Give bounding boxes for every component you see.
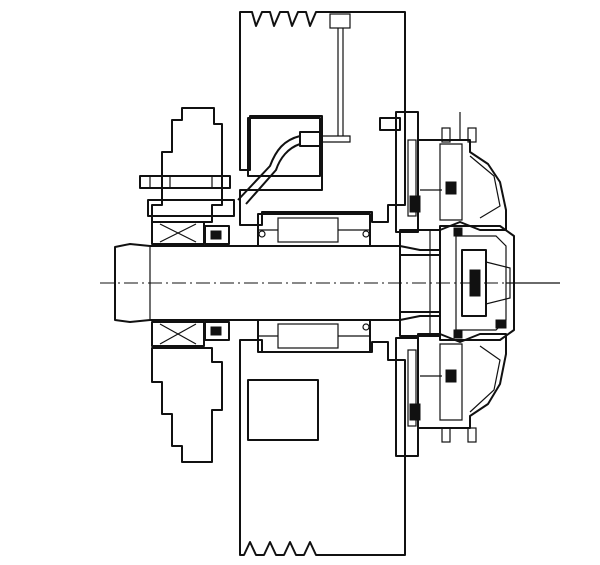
housing-lower: [151, 347, 223, 463]
bearing-center-lower: [257, 319, 371, 353]
main-shaft: [100, 243, 560, 323]
clutch-disc-pack: [399, 229, 441, 337]
bearing-center-upper: [257, 213, 371, 247]
oil-pipe: [237, 13, 351, 205]
clutch-flange-upper: [379, 111, 421, 233]
housing-bolt: [139, 175, 231, 189]
housing-upper: [147, 107, 235, 223]
clutch-body-lower: [417, 333, 507, 429]
bearing-left-lower: [151, 321, 205, 347]
pulley-lower-half: [239, 339, 406, 556]
clutch-flange-lower: [395, 337, 421, 457]
seal-left-upper: [204, 225, 230, 245]
clutch-body-upper: [417, 112, 507, 231]
clutch-bolts: [420, 127, 477, 443]
clutch-hub: [439, 225, 560, 341]
bearing-left-upper: [151, 221, 205, 245]
seal-left-lower: [204, 321, 230, 341]
